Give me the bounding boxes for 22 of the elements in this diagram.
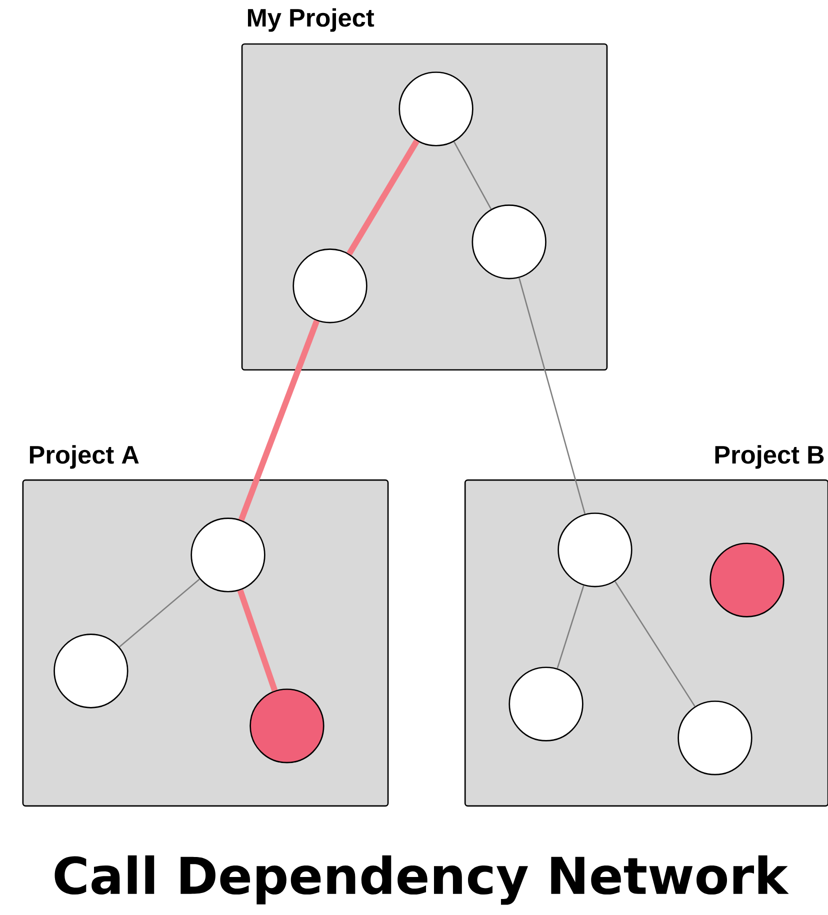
circle-node xyxy=(678,700,752,776)
circle-node xyxy=(398,72,474,146)
connector-line xyxy=(238,320,320,522)
box-heading: Project B xyxy=(715,445,824,469)
circle-node xyxy=(472,204,546,280)
connector-line xyxy=(614,581,696,707)
circle-node xyxy=(710,542,784,618)
circle-node xyxy=(508,666,584,742)
connector-line xyxy=(453,141,492,210)
circle-node xyxy=(54,634,128,708)
circle-node xyxy=(250,688,324,764)
connector-line xyxy=(237,589,278,692)
box-heading: Project A xyxy=(30,445,139,469)
circle-node xyxy=(292,248,368,324)
connector-line xyxy=(346,139,420,256)
circle-node xyxy=(558,512,632,588)
connector-line xyxy=(556,585,584,669)
caption: Call Dependency Network xyxy=(54,855,789,905)
connector-line xyxy=(118,578,200,648)
connector-line xyxy=(518,278,586,514)
circle-node xyxy=(190,518,266,592)
box-heading: My Project xyxy=(248,8,374,32)
